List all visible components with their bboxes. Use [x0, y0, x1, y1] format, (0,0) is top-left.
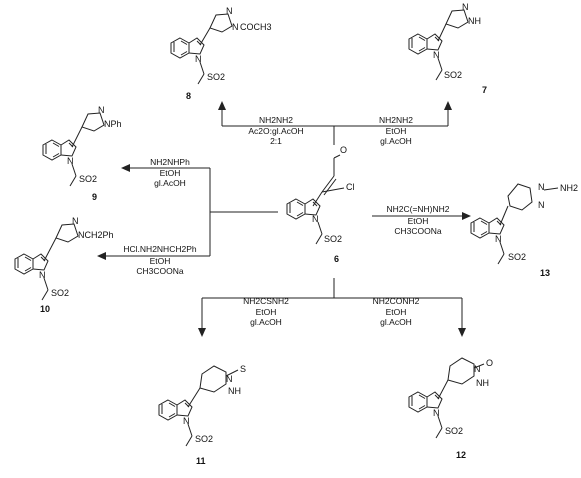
reagent-8-line1: NH2NH2: [259, 115, 293, 125]
c8-n: N: [195, 54, 202, 64]
reagent-13-line3: CH3COONa: [394, 226, 442, 236]
c6-so2: SO2: [324, 234, 342, 244]
arrow-to-9-and-10: [97, 164, 278, 260]
c9-nph: NPh: [104, 119, 122, 129]
c12-n: N: [433, 408, 440, 418]
compound-7: N SO2 N NH 7: [408, 2, 487, 95]
reagent-13-line1: NH2C(=NH)NH2: [386, 204, 449, 214]
arrow-to-13: [372, 212, 471, 220]
c11-n1: N: [226, 374, 233, 384]
c8-n2: N: [232, 22, 239, 32]
c12-oxygen: O: [486, 358, 493, 368]
compound-10: N SO2 N NCH2Ph 10: [14, 216, 114, 314]
compound-12: N SO2 N NH O 12: [408, 357, 493, 460]
compound-number-13: 13: [540, 268, 550, 278]
reagent-11-line3: gl.AcOH: [250, 317, 282, 327]
compound-11: N SO2 N NH S 11: [158, 364, 246, 466]
reagent-13-line2: EtOH: [408, 216, 429, 226]
reagent-8-line3: 2:1: [270, 136, 282, 146]
c8-n1: N: [226, 6, 233, 16]
reagent-8-line2: Ac2O:gl.AcOH: [248, 126, 303, 136]
c7-so2: SO2: [444, 70, 462, 80]
reagent-11-line1: NH2CSNH2: [243, 296, 289, 306]
c8-coch3: COCH3: [240, 22, 272, 32]
reagent-10-line2: EtOH: [150, 256, 171, 266]
compound-number-6: 6: [334, 254, 339, 264]
reagents-to-8: NH2NH2 Ac2O:gl.AcOH 2:1: [248, 115, 303, 146]
reagent-11-line2: EtOH: [256, 307, 277, 317]
compound-number-8: 8: [186, 91, 191, 101]
c7-n: N: [433, 50, 440, 60]
reagents-to-7: NH2NH2 EtOH gl.AcOH: [379, 115, 413, 146]
c9-so2: SO2: [79, 174, 97, 184]
reagent-12-line1: NH2CONH2: [373, 296, 420, 306]
c9-n: N: [67, 156, 74, 166]
c7-n1: N: [462, 2, 469, 12]
c11-so2: SO2: [195, 434, 213, 444]
c6-chlorine: Cl: [346, 182, 355, 192]
compound-number-9: 9: [92, 192, 97, 202]
reagent-10-line3: CH3COONa: [136, 266, 184, 276]
reagent-9-line3: gl.AcOH: [154, 178, 186, 188]
reagent-12-line3: gl.AcOH: [380, 317, 412, 327]
c10-so2: SO2: [51, 288, 69, 298]
reagents-to-13: NH2C(=NH)NH2 EtOH CH3COONa: [386, 204, 449, 236]
c13-n1: N: [538, 182, 545, 192]
compound-13: N SO2 N N NH2 13: [470, 182, 578, 278]
c9-n1: N: [98, 105, 105, 115]
c13-so2: SO2: [508, 252, 526, 262]
reagent-7-line2: EtOH: [386, 126, 407, 136]
reagents-to-12: NH2CONH2 EtOH gl.AcOH: [373, 296, 420, 327]
reagent-9-line2: EtOH: [160, 168, 181, 178]
c13-nh2: NH2: [560, 183, 578, 193]
compound-8: N SO2 N N COCH3 8: [170, 6, 272, 101]
c13-n2: N: [538, 200, 545, 210]
reagents-to-10: HCl.NH2NHCH2Ph EtOH CH3COONa: [123, 244, 196, 276]
c6-n: N: [312, 214, 319, 224]
c13-n: N: [495, 234, 502, 244]
reagents-to-11: NH2CSNH2 EtOH gl.AcOH: [243, 296, 289, 327]
c11-sulfur: S: [240, 364, 246, 374]
c10-n: N: [39, 270, 46, 280]
reagent-10-line1: HCl.NH2NHCH2Ph: [123, 244, 196, 254]
arrow-to-8-and-7: [218, 101, 452, 145]
reagent-7-line3: gl.AcOH: [380, 136, 412, 146]
reagent-9-line1: NH2NHPh: [150, 157, 190, 167]
reagent-12-line2: EtOH: [386, 307, 407, 317]
compound-number-10: 10: [40, 304, 50, 314]
c8-so2: SO2: [207, 72, 225, 82]
c10-n1: N: [72, 216, 79, 226]
compound-number-12: 12: [456, 450, 466, 460]
arrow-to-11-and-12: [198, 278, 466, 337]
reagents-to-9: NH2NHPh EtOH gl.AcOH: [150, 157, 190, 188]
c10-nch2ph: NCH2Ph: [78, 230, 114, 240]
c7-nh: NH: [468, 16, 481, 26]
compound-number-11: 11: [196, 456, 206, 466]
c6-oxygen: O: [340, 145, 347, 155]
c12-n1: N: [474, 364, 481, 374]
c11-n: N: [183, 416, 190, 426]
c12-nh: NH: [476, 378, 489, 388]
compound-6: N SO2 O Cl 6: [286, 145, 355, 264]
compound-9: N SO2 N NPh 9: [42, 105, 122, 202]
compound-number-7: 7: [482, 85, 487, 95]
c12-so2: SO2: [445, 426, 463, 436]
c11-nh: NH: [228, 386, 241, 396]
reagent-7-line1: NH2NH2: [379, 115, 413, 125]
